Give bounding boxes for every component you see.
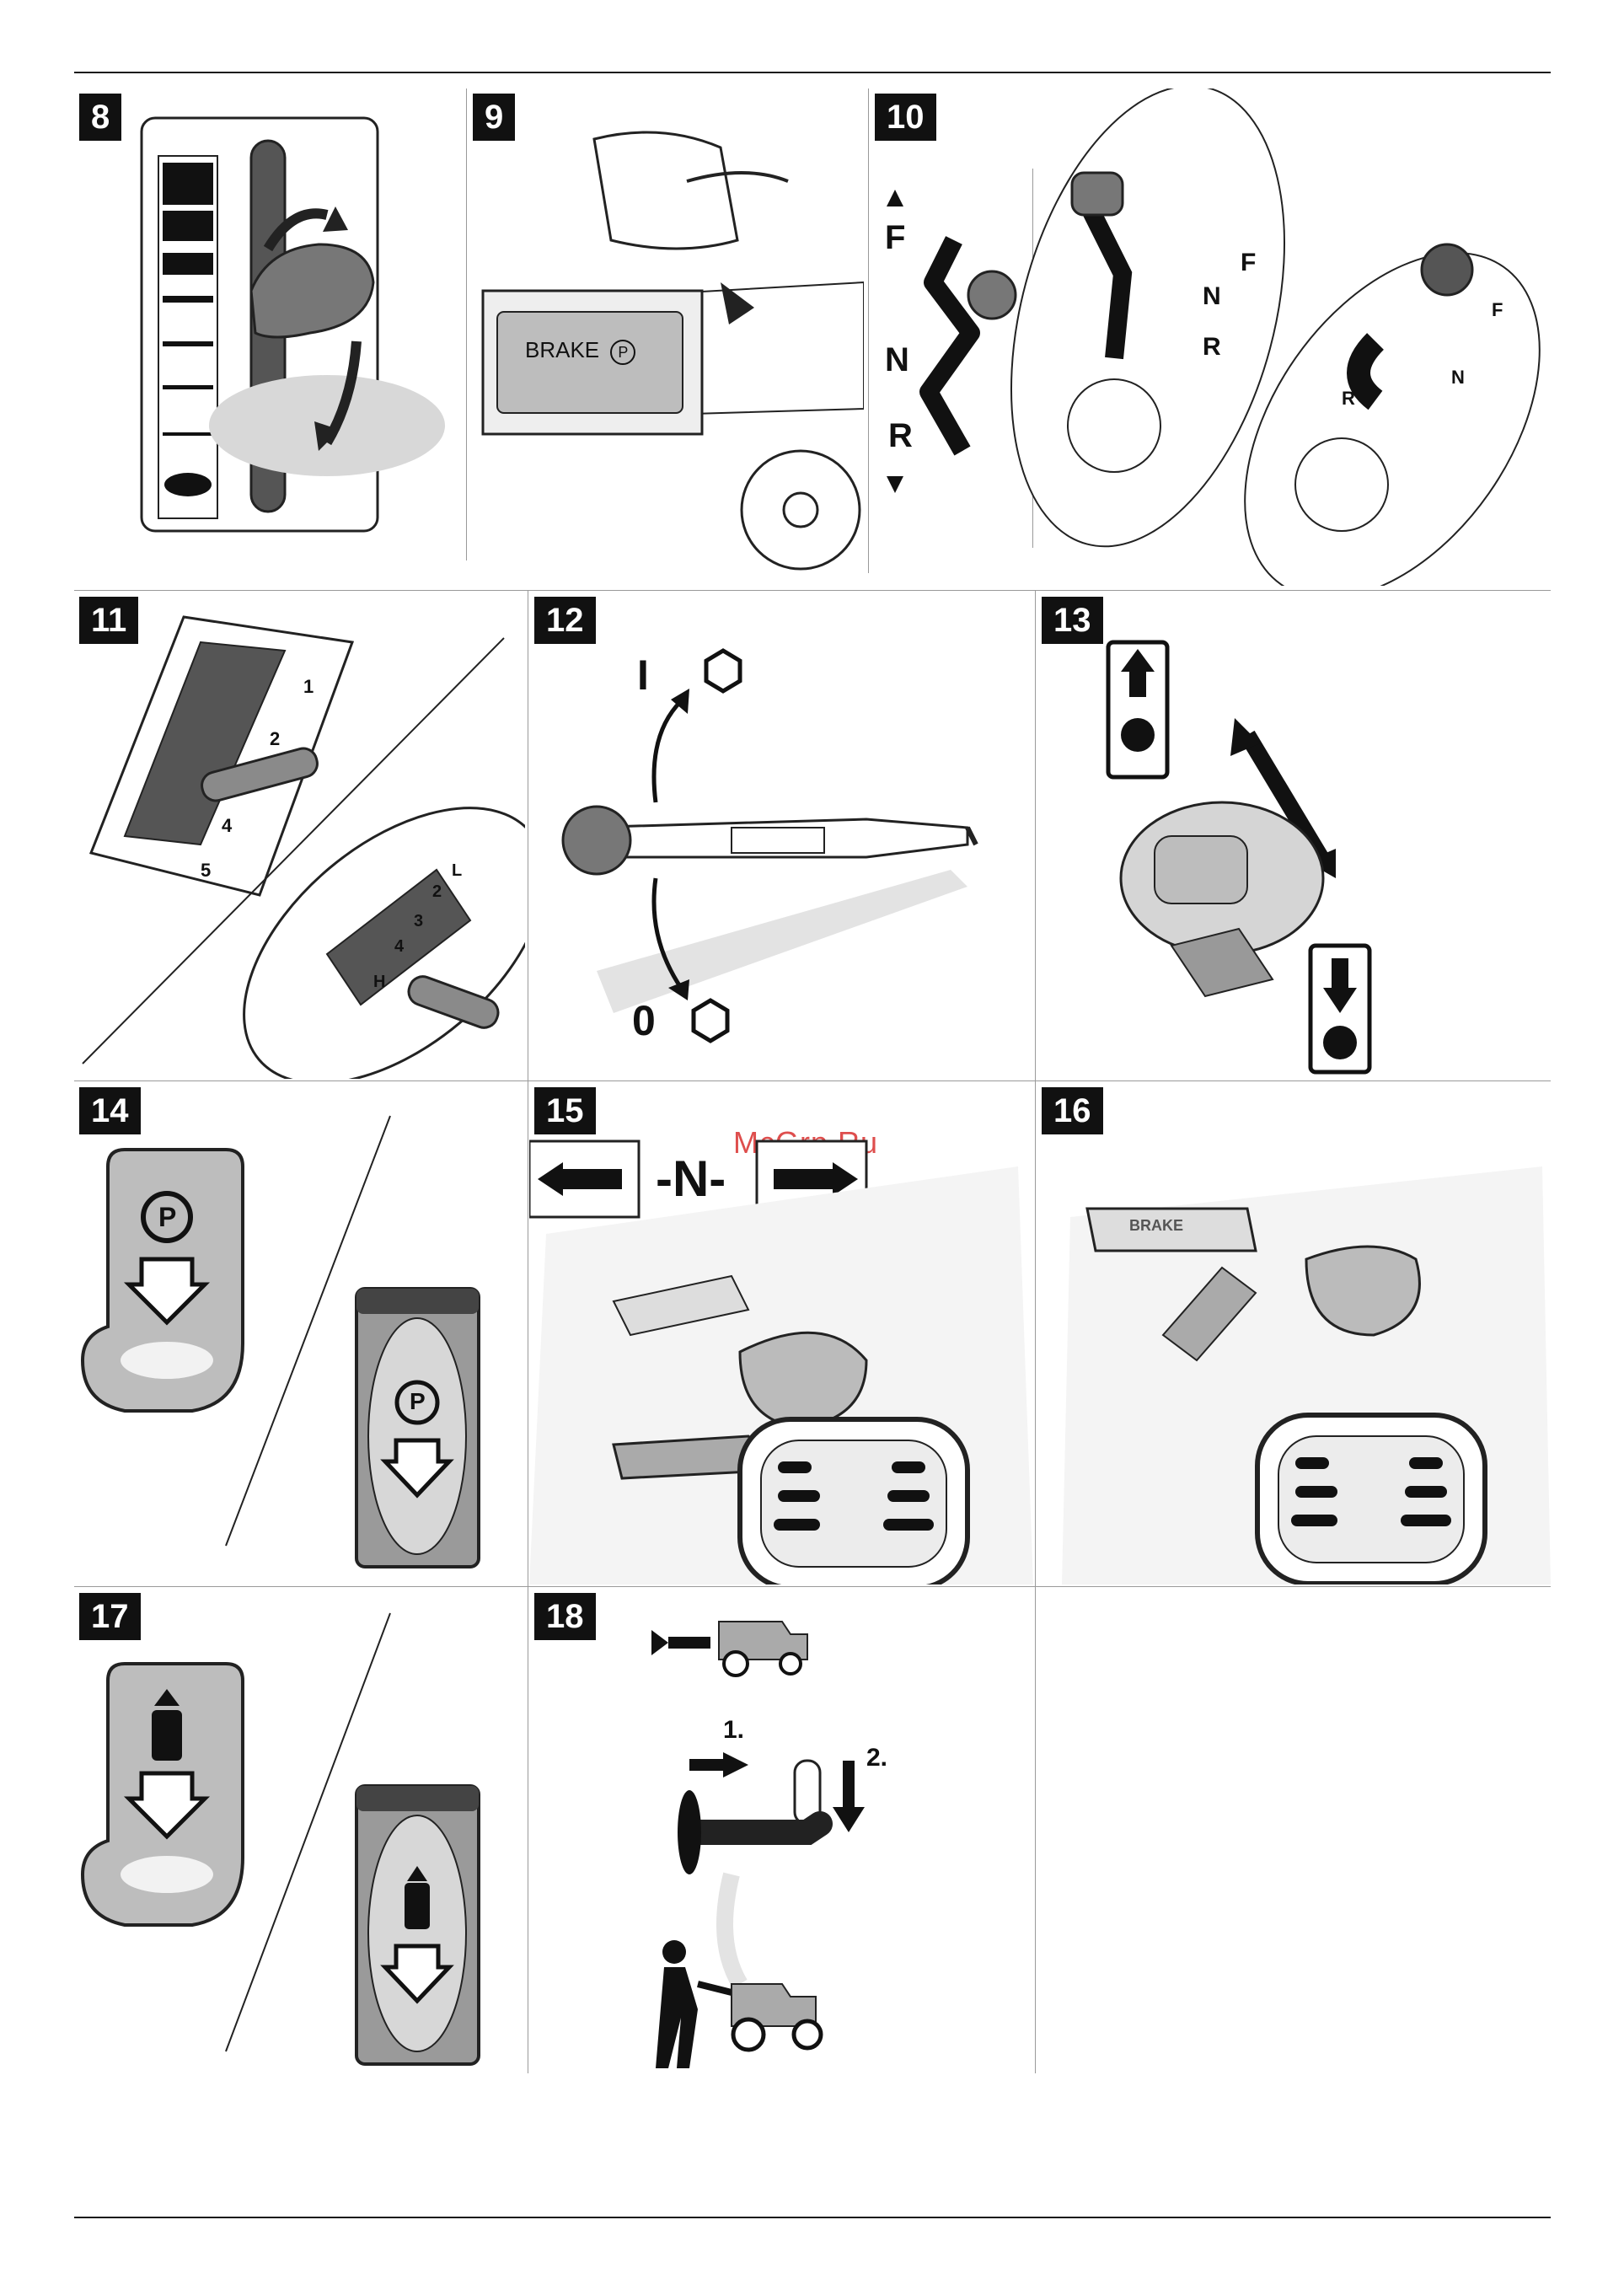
brake-label: BRAKE: [1129, 1217, 1183, 1235]
col-divider: [466, 88, 467, 560]
figure-9: 9 BRAKE P: [468, 88, 864, 586]
speed-lever-illustration: [74, 88, 462, 586]
figure-18: 18 1. 2.: [529, 1588, 1033, 2077]
blade-engagement-lever-illustration: [529, 592, 1033, 1079]
brake-text: BRAKE: [525, 337, 599, 362]
step-2-label: 2.: [866, 1744, 887, 1772]
neutral-label: -N-: [656, 1150, 726, 1208]
col-divider: [1035, 590, 1036, 2073]
col-divider: [868, 88, 869, 573]
parking-brake-decal-illustration: [74, 1082, 525, 1585]
gear-label: 5: [201, 860, 211, 882]
reverse-label: R: [1342, 388, 1355, 410]
figure-8: 8: [74, 88, 462, 586]
reverse-label: R: [888, 417, 913, 455]
reverse-label: R: [1203, 333, 1221, 362]
gear-label: 4: [222, 815, 232, 837]
off-label: 0: [632, 996, 656, 1045]
drive-lock-decal-illustration: [74, 1588, 525, 2077]
figure-14: 14 P P: [74, 1082, 525, 1585]
gear-label: 1: [303, 676, 314, 698]
row-divider: [74, 590, 1551, 591]
figure-12: 12 I 0: [529, 592, 1033, 1079]
gear-label: L: [452, 861, 462, 881]
step-1-label: 1.: [723, 1716, 744, 1745]
gear-label: H: [373, 973, 385, 992]
person-icon: [662, 1940, 686, 1964]
neutral-lever-illustration: [529, 1082, 1033, 1585]
brake-pedal-illustration: [1037, 1082, 1551, 1585]
pto-knob-illustration: [1037, 592, 1551, 1079]
parking-brake-symbol: P: [618, 344, 628, 361]
figure-17: 17: [74, 1588, 525, 2077]
forward-label: F: [1241, 249, 1256, 277]
gear-label: 3: [414, 912, 423, 931]
blade-on-icon: [706, 651, 740, 691]
neutral-label: N: [1451, 367, 1465, 389]
forward-label: F: [885, 219, 905, 257]
row-divider: [74, 1080, 1551, 1081]
gear-selector-illustration: [74, 592, 525, 1079]
bottom-rule: [74, 2217, 1551, 2218]
rabbit-icon: [163, 163, 213, 205]
arrow-right-icon: [651, 1630, 668, 1655]
gear-label: 2: [270, 728, 280, 750]
top-rule: [74, 72, 1551, 73]
brake-label: BRAKE P: [525, 337, 635, 365]
figure-10: 10 F N R F N R F N R: [870, 88, 1551, 586]
parking-symbol-right: P: [410, 1388, 426, 1415]
figure-16: 16 BRAKE: [1037, 1082, 1551, 1585]
push-mode-illustration: [529, 1588, 1033, 2077]
forward-label: F: [1492, 299, 1503, 321]
parking-brake-icon: P: [610, 340, 635, 365]
figure-13: 13: [1037, 592, 1551, 1079]
gear-label: 2: [432, 882, 442, 902]
gear-label: 4: [394, 937, 404, 957]
turtle-icon: [164, 473, 212, 496]
neutral-label: N: [885, 341, 909, 379]
blade-off-icon: [694, 1000, 727, 1041]
on-label: I: [637, 651, 649, 700]
figure-15: 15 -N-: [529, 1082, 1033, 1585]
row-divider: [74, 1586, 1551, 1587]
figure-11: 11 1 2 4 5 L 2 3 4 H: [74, 592, 525, 1079]
neutral-label: N: [1203, 282, 1221, 311]
parking-symbol-left: P: [158, 1202, 176, 1233]
